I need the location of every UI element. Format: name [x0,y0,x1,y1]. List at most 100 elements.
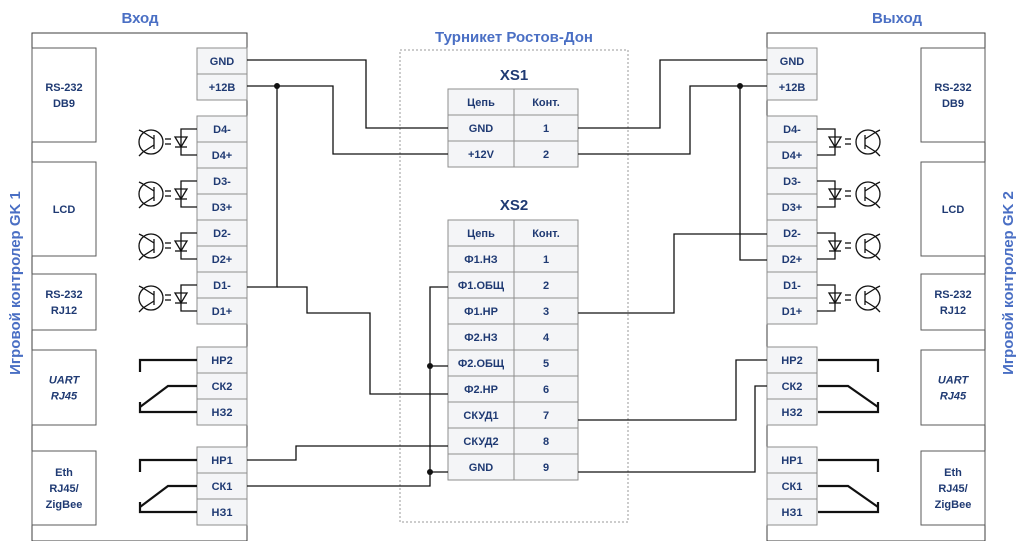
right-panel-label: RS-232 [934,289,971,301]
right-terminal-block: GND+12ВD4-D4+D3-D3+D2-D2+D1-D1+НР2СК2НЗ2… [766,47,818,526]
right-terminal-15 [766,498,818,526]
left-panel-label: DB9 [53,98,75,110]
xs2-circuit: Ф1.НЗ [464,254,498,266]
wire-right-gnd [578,59,767,129]
right-panel-2 [920,161,986,257]
xs2-cell [513,375,579,403]
left-terminal-label: D1- [213,280,231,292]
xs2-cell [447,349,515,377]
left-optocoupler-3 [138,232,197,261]
wires [247,59,767,487]
right-panel-1 [920,47,986,143]
xs2-contact: 2 [543,280,549,292]
right-terminal-label: D1- [783,280,801,292]
right-terminal-label: D2- [783,228,801,240]
xs1-cell [513,88,579,116]
wire-right-12v [578,85,767,155]
left-panel-label: UART [49,375,81,387]
right-terminal-label: НР1 [781,455,802,467]
left-panel-label: RJ12 [51,305,77,317]
xs2-circuit: Ф2.ОБЩ [458,358,505,370]
right-terminal-label: +12В [779,82,806,94]
right-panel-label: DB9 [942,98,964,110]
right-optocoupler-3 [817,232,881,261]
left-terminal-label: D2+ [212,254,233,266]
xs2-circuit: Ф1.ОБЩ [458,280,505,292]
xs2-contact: 1 [543,254,549,266]
xs1-contact: 1 [543,123,549,135]
right-terminal-label: D4+ [782,150,803,162]
xs1-title: XS1 [500,67,528,84]
xs2-contact: 8 [543,436,549,448]
left-panel-label: RJ45/ [49,483,78,495]
left-panel-label: Eth [55,467,73,479]
xs2-cell [513,219,579,247]
left-terminal-label: НР1 [211,455,232,467]
right-terminal-7 [766,245,818,273]
left-optocoupler-4 [138,284,197,313]
right-panel-label: ZigBee [935,499,972,511]
left-terminal-10 [196,346,248,374]
xs2-contact: 9 [543,462,549,474]
right-terminal-8 [766,271,818,299]
xs1-circuit: GND [469,123,494,135]
left-terminal-label: D3+ [212,202,233,214]
left-terminal-label: D1+ [212,306,233,318]
xs1-cell [447,88,515,116]
left-terminal-label: НЗ2 [212,407,233,419]
center-title: Турникет Ростов-Дон [435,29,593,46]
xs2-title: XS2 [500,197,528,214]
left-terminal-0 [196,47,248,75]
left-terminal-13 [196,446,248,474]
xs1-header-circuit: Цепь [467,97,495,109]
xs2-cell [513,453,579,481]
xs2-contact: 7 [543,410,549,422]
left-terminal-label: НР2 [211,355,232,367]
xs2-cell [447,323,515,351]
xs2-contact: 3 [543,306,549,318]
right-terminal-label: НР2 [781,355,802,367]
xs2-cell [447,427,515,455]
right-terminal-label: D3- [783,176,801,188]
xs2-circuit: СКУД1 [463,410,498,422]
left-terminal-label: D4+ [212,150,233,162]
left-panel-label: ZigBee [46,499,83,511]
right-panel-label: RS-232 [934,82,971,94]
wire-left-sk1 [247,472,431,487]
xs2-circuit: Ф2.НР [464,384,498,396]
xs2-contact: 5 [543,358,549,370]
turnstile-area [399,49,629,523]
right-panel-label: RJ12 [940,305,966,317]
wire-right-12v-to-d2 [739,86,767,261]
wire-common-bus [429,286,448,473]
left-terminal-11 [196,372,248,400]
right-terminal-label: D1+ [782,306,803,318]
right-panel-3 [920,273,986,331]
xs1-circuit: +12V [468,149,495,161]
right-terminal-label: GND [780,56,805,68]
right-panel-label: RJ45/ [938,483,967,495]
right-side-label: Игровой контролер GK 2 [1000,191,1017,375]
left-panel-label: LCD [53,204,76,216]
right-terminal-label: D3+ [782,202,803,214]
wire-right-sk2 [578,385,767,473]
left-relay-2-switch [138,358,197,414]
wire-left-gnd [247,59,448,129]
left-panels: RS-232DB9LCDRS-232RJ12UARTRJ45EthRJ45/Zi… [31,47,97,526]
left-relay-1-switch [138,458,197,514]
wire-left-12v-to-d1 [247,86,278,288]
right-panels: RS-232DB9LCDRS-232RJ12UARTRJ45EthRJ45/Zi… [920,47,986,526]
left-terminal-label: СК2 [212,381,233,393]
right-terminal-0 [766,47,818,75]
xs1-cell [513,140,579,168]
right-relay-2-switch [818,358,880,414]
xs2-header-circuit: Цепь [467,228,495,240]
left-terminal-8 [196,271,248,299]
xs1-cell [513,114,579,142]
left-panel-2 [31,161,97,257]
wire-right-nr2 [578,359,767,421]
right-panel-label: RJ45 [940,391,967,403]
right-terminal-label: D2+ [782,254,803,266]
